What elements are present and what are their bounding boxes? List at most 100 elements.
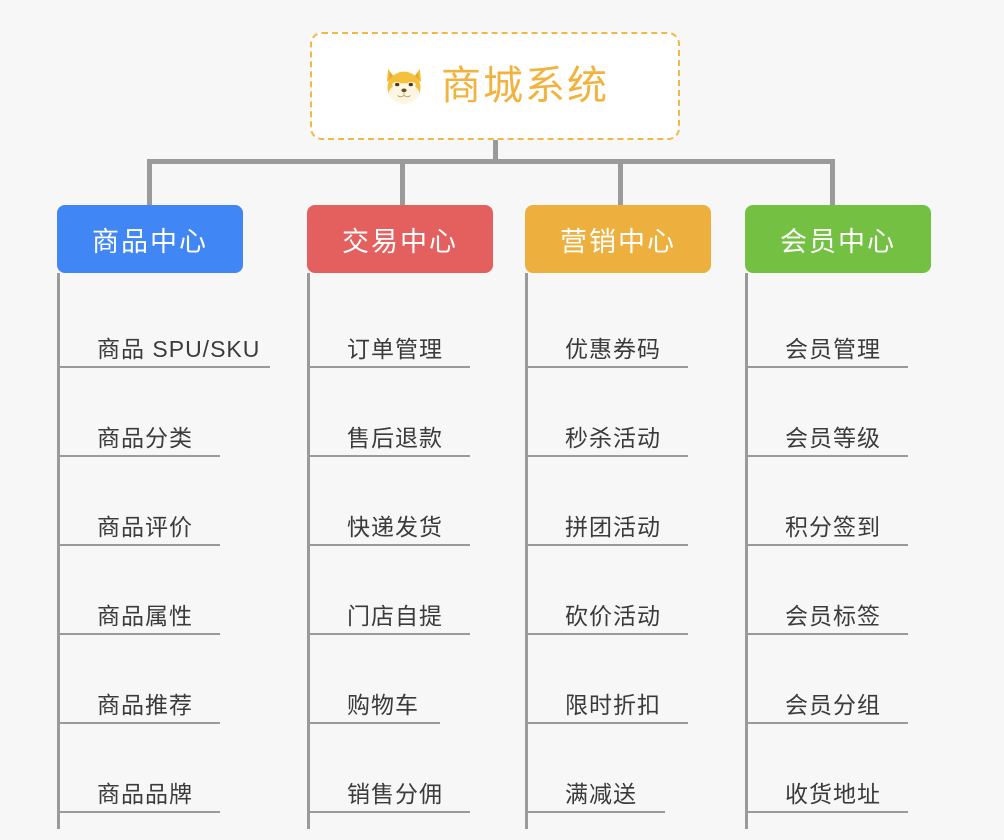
leaf-label: 会员等级 [785, 424, 881, 451]
branch-label: 营销中心 [560, 226, 676, 257]
branch-label: 商品中心 [92, 226, 208, 257]
leaf-item[interactable]: 商品 SPU/SKU [57, 279, 270, 368]
branch-box-3[interactable]: 营销中心 [525, 205, 711, 273]
leaf-underline [525, 366, 688, 368]
leaf-label: 商品分类 [97, 424, 193, 451]
leaf-label: 商品品牌 [97, 780, 193, 807]
leaf-item[interactable]: 秒杀活动 [525, 368, 711, 457]
branch-box-1[interactable]: 商品中心 [57, 205, 243, 273]
leaf-label: 售后退款 [347, 424, 443, 451]
leaf-label: 商品属性 [97, 602, 193, 629]
leaf-underline [745, 722, 908, 724]
leaf-item[interactable]: 拼团活动 [525, 457, 711, 546]
leaf-label: 会员管理 [785, 335, 881, 362]
leaf-item[interactable]: 售后退款 [307, 368, 493, 457]
leaf-underline [57, 633, 220, 635]
leaf-item[interactable]: 优惠券码 [525, 279, 711, 368]
leaf-label: 限时折扣 [565, 691, 661, 718]
leaf-item[interactable]: 快递发货 [307, 457, 493, 546]
leaf-trunk-line [307, 273, 310, 829]
leaf-trunk-line [525, 273, 528, 829]
leaf-label: 砍价活动 [565, 602, 661, 629]
leaf-underline [745, 544, 908, 546]
leaf-underline [57, 544, 220, 546]
leaf-underline [525, 633, 688, 635]
leaf-underline [307, 811, 470, 813]
leaf-label: 门店自提 [347, 602, 443, 629]
leaf-item[interactable]: 商品评价 [57, 457, 243, 546]
leaf-label: 商品推荐 [97, 691, 193, 718]
leaf-item[interactable]: 商品推荐 [57, 635, 243, 724]
leaf-item[interactable]: 会员分组 [745, 635, 931, 724]
leaf-label: 订单管理 [347, 335, 443, 362]
branch-box-4[interactable]: 会员中心 [745, 205, 931, 273]
leaf-label: 会员分组 [785, 691, 881, 718]
leaf-underline [525, 455, 688, 457]
leaf-label: 优惠券码 [565, 335, 661, 362]
leaf-list-4: 会员管理会员等级积分签到会员标签会员分组收货地址 [745, 273, 931, 829]
leaf-item[interactable]: 会员等级 [745, 368, 931, 457]
leaf-item[interactable]: 商品分类 [57, 368, 243, 457]
branch-column-1: 商品中心商品 SPU/SKU 商品分类商品评价商品属性商品推荐商品品牌 [57, 205, 270, 829]
leaf-underline [745, 633, 908, 635]
leaf-underline [307, 366, 470, 368]
leaf-label: 满减送 [565, 780, 637, 807]
leaf-list-2: 订单管理售后退款快递发货门店自提购物车销售分佣 [307, 273, 493, 829]
leaf-item[interactable]: 满减送 [525, 724, 711, 813]
leaf-item[interactable]: 积分签到 [745, 457, 931, 546]
leaf-underline [57, 811, 220, 813]
connector-drop-1 [147, 159, 152, 205]
leaf-item[interactable]: 限时折扣 [525, 635, 711, 724]
leaf-underline [57, 366, 270, 368]
leaf-underline [307, 544, 470, 546]
leaf-underline [57, 455, 220, 457]
leaf-item[interactable]: 商品品牌 [57, 724, 243, 813]
branch-column-2: 交易中心订单管理售后退款快递发货门店自提购物车销售分佣 [307, 205, 493, 829]
leaf-underline [307, 722, 440, 724]
branch-label: 会员中心 [780, 226, 896, 257]
leaf-trunk-line [745, 273, 748, 829]
root-node[interactable]: 商城系统 [310, 32, 680, 140]
connector-horizontal-bus [149, 159, 832, 164]
leaf-label: 销售分佣 [347, 780, 443, 807]
leaf-label: 快递发货 [347, 513, 443, 540]
leaf-item[interactable]: 会员标签 [745, 546, 931, 635]
branch-column-3: 营销中心优惠券码秒杀活动拼团活动砍价活动限时折扣满减送 [525, 205, 711, 829]
leaf-item[interactable]: 门店自提 [307, 546, 493, 635]
root-title: 商城系统 [441, 64, 609, 108]
leaf-underline [745, 811, 908, 813]
connector-root-stem [493, 140, 498, 162]
leaf-label: 购物车 [347, 691, 419, 718]
leaf-underline [745, 366, 908, 368]
connector-drop-4 [830, 159, 835, 205]
leaf-label: 拼团活动 [565, 513, 661, 540]
leaf-label: 会员标签 [785, 602, 881, 629]
branch-label: 交易中心 [342, 226, 458, 257]
branch-box-2[interactable]: 交易中心 [307, 205, 493, 273]
leaf-label: 商品 SPU/SKU [97, 335, 261, 362]
shiba-dog-emoji [386, 68, 422, 104]
leaf-label: 积分签到 [785, 513, 881, 540]
leaf-underline [57, 722, 220, 724]
branch-column-4: 会员中心会员管理会员等级积分签到会员标签会员分组收货地址 [745, 205, 931, 829]
leaf-item[interactable]: 会员管理 [745, 279, 931, 368]
leaf-label: 商品评价 [97, 513, 193, 540]
leaf-underline [525, 811, 665, 813]
connector-drop-2 [400, 159, 405, 205]
leaf-item[interactable]: 销售分佣 [307, 724, 493, 813]
leaf-item[interactable]: 订单管理 [307, 279, 493, 368]
leaf-underline [307, 455, 470, 457]
leaf-item[interactable]: 收货地址 [745, 724, 931, 813]
leaf-item[interactable]: 砍价活动 [525, 546, 711, 635]
leaf-label: 秒杀活动 [565, 424, 661, 451]
connector-drop-3 [618, 159, 623, 205]
leaf-underline [525, 722, 688, 724]
leaf-item[interactable]: 商品属性 [57, 546, 243, 635]
leaf-underline [525, 544, 688, 546]
leaf-underline [745, 455, 908, 457]
leaf-list-1: 商品 SPU/SKU 商品分类商品评价商品属性商品推荐商品品牌 [57, 273, 270, 829]
leaf-item[interactable]: 购物车 [307, 635, 493, 724]
leaf-label: 收货地址 [785, 780, 881, 807]
leaf-list-3: 优惠券码秒杀活动拼团活动砍价活动限时折扣满减送 [525, 273, 711, 829]
